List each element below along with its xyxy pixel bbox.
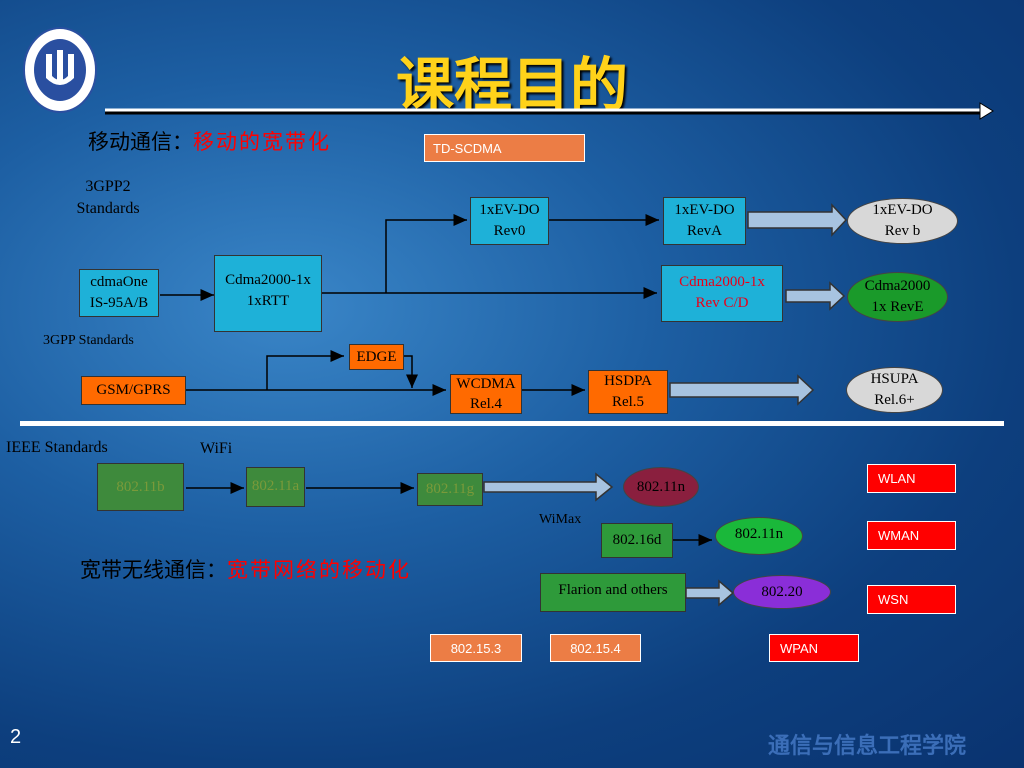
tag-wman: WMAN	[867, 521, 956, 550]
university-logo	[22, 20, 98, 114]
tag-wpan: WPAN	[769, 634, 859, 662]
box-802-16d: 802.16d	[601, 523, 673, 558]
ellipse-802-11n-wimax: 802.11n	[715, 517, 803, 555]
box-802-11a: 802.11a	[246, 467, 305, 507]
box-td-scdma: TD-SCDMA	[424, 134, 585, 162]
page-title: 课程目的	[395, 51, 628, 119]
ellipse-802-11n-wifi: 802.11n	[623, 467, 699, 507]
box-flarion-and-others: Flarion and others	[540, 573, 686, 612]
footer-department: 通信与信息工程学院	[768, 734, 967, 759]
box-802-11g: 802.11g	[417, 473, 483, 506]
box-gsm-gprs: GSM/GPRS	[81, 376, 186, 405]
label-ieee-standards: IEEE Standards	[6, 439, 108, 456]
heading-wireless: 宽带无线通信：宽带网络的移动化	[80, 558, 411, 582]
box-edge: EDGE	[349, 344, 404, 370]
label-wifi: WiFi	[200, 440, 233, 457]
label-3gpp2-standards: 3GPP2 Standards	[76, 178, 140, 217]
heading-mobile: 移动通信：移动的宽带化	[88, 130, 331, 154]
page-number: 2	[10, 726, 22, 748]
label-wimax: WiMax	[539, 512, 582, 527]
tag-wlan: WLAN	[867, 464, 956, 493]
label-3gpp-standards: 3GPP Standards	[43, 333, 134, 348]
ellipse-802-20: 802.20	[733, 575, 831, 609]
tag-wsn: WSN	[867, 585, 956, 614]
box-802-15-3: 802.15.3	[430, 634, 522, 662]
box-802-11b: 802.11b	[97, 463, 184, 511]
box-802-15-4: 802.15.4	[550, 634, 641, 662]
